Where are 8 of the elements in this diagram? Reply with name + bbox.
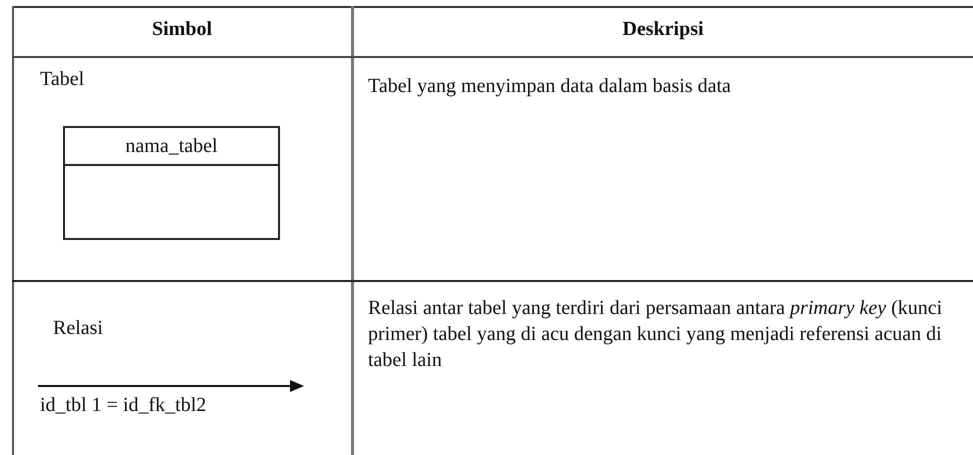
row-label: Tabel <box>40 67 86 92</box>
relation-label: id_tbl 1 = id_fk_tbl2 <box>40 393 208 418</box>
description-text: Tabel yang menyimpan data dalam basis data <box>368 74 732 99</box>
description-text: Relasi antar tabel yang terdiri dari persamaan antara primary key (kunci primer) tabel yang di acu dengan kunci yang menjadi referensi acuan di tabel lain <box>368 296 944 373</box>
column-header: Deskripsi <box>622 18 704 40</box>
column-header: Simbol <box>152 18 212 40</box>
table-symbol: nama_tabel <box>63 126 280 240</box>
row-label: Relasi <box>53 316 104 341</box>
